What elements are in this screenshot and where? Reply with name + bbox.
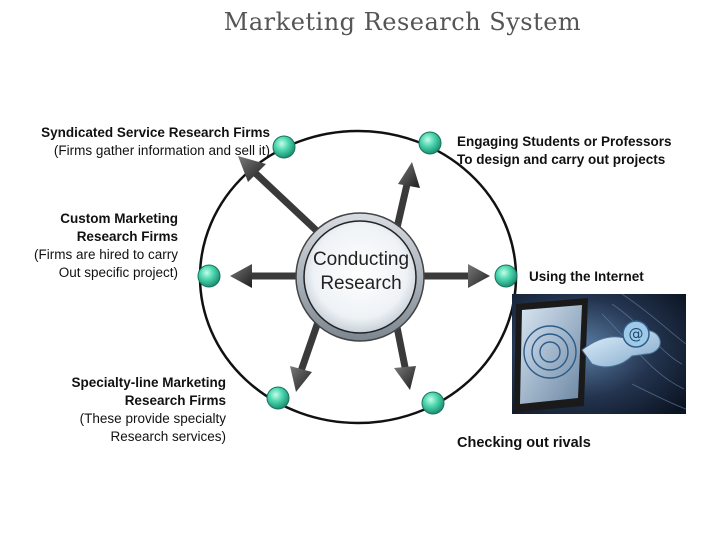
custom-line-2: Research Firms [76, 229, 178, 244]
syndicated-desc: (Firms gather information and sell it) [53, 143, 270, 158]
engaging-line-2: To design and carry out projects [457, 152, 666, 167]
arrow-left [230, 264, 300, 288]
arrow-lower-right [392, 321, 416, 390]
custom-desc-2: Out specific project) [58, 265, 178, 280]
label-syndicated: Syndicated Service Research Firms (Firms… [8, 124, 270, 160]
label-rivals: Checking out rivals [457, 434, 677, 452]
arrow-upper-left [238, 156, 321, 235]
svg-text:@: @ [629, 325, 644, 343]
label-specialty: Specialty-line Marketing Research Firms … [40, 374, 226, 446]
node-rivals [421, 391, 445, 415]
internet-title: Using the Internet [529, 269, 644, 284]
page-title: Marketing Research System [223, 8, 582, 36]
specialty-desc-2: Research services) [110, 429, 226, 444]
custom-desc-1: (Firms are hired to carry [33, 247, 178, 262]
center-line-1: Conducting [312, 249, 410, 270]
center-label: Conducting Research [296, 248, 426, 296]
custom-line-1: Custom Marketing [60, 211, 178, 226]
center-line-2: Research [320, 273, 402, 294]
rivals-title: Checking out rivals [457, 435, 591, 451]
node-specialty [266, 386, 290, 410]
label-engaging: Engaging Students or Professors To desig… [457, 133, 717, 169]
node-internet [494, 264, 518, 288]
node-engaging [418, 131, 442, 155]
specialty-line-1: Specialty-line Marketing [71, 375, 226, 390]
node-custom [197, 264, 221, 288]
syndicated-title: Syndicated Service Research Firms [41, 125, 270, 140]
node-syndicated [272, 135, 296, 159]
engaging-line-1: Engaging Students or Professors [457, 134, 672, 149]
specialty-desc-1: (These provide specialty [79, 411, 226, 426]
arrow-right [420, 264, 490, 288]
label-custom: Custom Marketing Research Firms (Firms a… [4, 210, 178, 282]
center-node [295, 212, 425, 342]
arrow-upper-right [392, 162, 420, 233]
arrow-lower-left [290, 320, 322, 392]
label-internet: Using the Internet [529, 268, 709, 286]
internet-photo: @ [512, 294, 686, 414]
specialty-line-2: Research Firms [124, 393, 226, 408]
